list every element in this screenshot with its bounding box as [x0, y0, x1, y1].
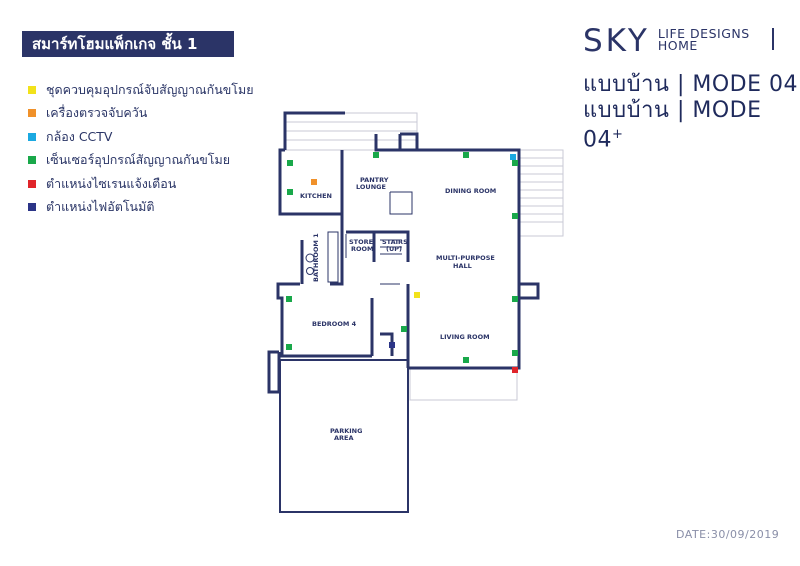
room-labels: KITCHEN PANTRY LOUNGE DINING ROOM STORE … [300, 176, 496, 442]
legend-item-smoke-detector: เครื่องตรวจจับควัน [28, 102, 254, 126]
wall-top-left [283, 111, 345, 150]
wall-store [346, 230, 410, 262]
sensor-marker [512, 296, 518, 302]
bathroom-fixture [327, 231, 339, 283]
legend: ชุดควบคุมอุปกรณ์จับสัญญาณกันขโมย เครื่อง… [28, 78, 254, 219]
legend-item-auto-light: ตำแหน่งไฟอัตโนมัติ [28, 196, 254, 220]
walls [267, 111, 540, 394]
pantry-counter [389, 191, 413, 215]
sensor-marker [401, 326, 407, 332]
model-thai: แบบบ้าน [583, 98, 670, 123]
interior-details [305, 191, 413, 285]
sensor-marker [512, 160, 518, 166]
room-label-kitchen: KITCHEN [300, 192, 332, 200]
alarm-control-marker [414, 292, 420, 298]
room-label-living: LIVING ROOM [440, 333, 490, 341]
auto-light-marker [389, 342, 395, 348]
green-square-icon [28, 156, 36, 165]
model-line-2: แบบบ้าน | MODE 04+ [583, 92, 800, 152]
legend-label: ตำแหน่งไซเรนแจ้งเตือน [46, 175, 177, 191]
parking-outline [279, 359, 409, 513]
room-label-parking: PARKING [330, 427, 362, 435]
date-stamp: DATE:30/09/2019 [676, 528, 780, 541]
wall-parking-post [267, 350, 281, 394]
wall-column [398, 132, 419, 152]
legend-item-siren: ตำแหน่งไซเรนแจ้งเตือน [28, 172, 254, 196]
navy-square-icon [28, 203, 36, 212]
orange-square-icon [28, 109, 36, 118]
yellow-square-icon [28, 85, 36, 94]
model-code: | MODE 04 [676, 72, 798, 97]
right-terrace-outline [518, 149, 564, 237]
model-code: | MODE 04 [583, 98, 762, 153]
sensor-marker [463, 357, 469, 363]
model-line-1: แบบบ้าน | MODE 04 [583, 66, 798, 101]
legend-item-alarm-control: ชุดควบคุมอุปกรณ์จับสัญญาณกันขโมย [28, 78, 254, 102]
room-label-lounge: LOUNGE [356, 183, 386, 191]
wall-kitchen [278, 148, 342, 216]
room-label-dining: DINING ROOM [445, 187, 496, 195]
wall-main-outer [374, 134, 521, 370]
room-label-store: STORE [349, 238, 373, 246]
room-label-hall: MULTI-PURPOSE [436, 254, 495, 262]
basin [305, 253, 315, 263]
siren-marker [512, 367, 518, 373]
model-plus: + [612, 127, 624, 142]
legend-item-alarm-sensor: เซ็นเซอร์อุปกรณ์สัญญาณกันขโมย [28, 149, 254, 173]
legend-label: เซ็นเซอร์อุปกรณ์สัญญาณกันขโมย [46, 152, 231, 168]
room-label-stairs-up: (UP) [386, 245, 402, 253]
brand-subtitle: LIFE DESIGNS HOME [657, 26, 750, 53]
room-label-pantry: PANTRY [360, 176, 389, 184]
sensor-marker [287, 189, 293, 195]
room-label-bedroom: BEDROOM 4 [312, 320, 357, 328]
cctv-marker [510, 154, 516, 160]
sensor-marker [463, 152, 469, 158]
legend-label: ชุดควบคุมอุปกรณ์จับสัญญาณกันขโมย [46, 81, 254, 97]
legend-label: เครื่องตรวจจับควัน [46, 105, 148, 121]
package-title-banner: สมาร์ทโฮมแพ็กเกจ ชั้น 1 [22, 31, 234, 57]
brand-line-2: HOME [657, 38, 698, 53]
brand-name: SKY [583, 23, 650, 59]
package-title: สมาร์ทโฮมแพ็กเกจ ชั้น 1 [32, 35, 198, 53]
legend-label: ตำแหน่งไฟอัตโนมัติ [46, 199, 155, 215]
red-square-icon [28, 179, 36, 188]
sensor-marker [512, 213, 518, 219]
wall-bay-right [519, 282, 540, 300]
toilet [306, 267, 314, 275]
model-thai: แบบบ้าน [583, 72, 670, 97]
sensor-marker [286, 344, 292, 350]
room-label-store-room: ROOM [351, 245, 374, 253]
sensor-marker [286, 296, 292, 302]
brand-line-1: LIFE DESIGNS [657, 26, 750, 41]
devices [286, 152, 518, 373]
wall-bedroom [276, 282, 372, 358]
front-porch-outline [409, 367, 518, 401]
room-label-stairs: STAIRS [382, 238, 408, 246]
smoke-detector-marker [311, 179, 317, 185]
sensor-marker [373, 152, 379, 158]
parking [279, 359, 409, 513]
cyan-square-icon [28, 132, 36, 141]
legend-label: กล้อง CCTV [46, 128, 113, 144]
room-label-hall-2: HALL [453, 262, 472, 270]
brand-divider [772, 28, 774, 50]
brand-logo: SKY LIFE DESIGNS HOME [583, 24, 750, 58]
sensor-marker [512, 350, 518, 356]
wall-pantry-left [330, 150, 344, 286]
room-label-bathroom: BATHROOM 1 [312, 233, 320, 282]
room-label-parking-area: AREA [334, 434, 354, 442]
legend-item-cctv: กล้อง CCTV [28, 125, 254, 149]
sensor-marker [287, 160, 293, 166]
wall-entry [380, 332, 394, 356]
